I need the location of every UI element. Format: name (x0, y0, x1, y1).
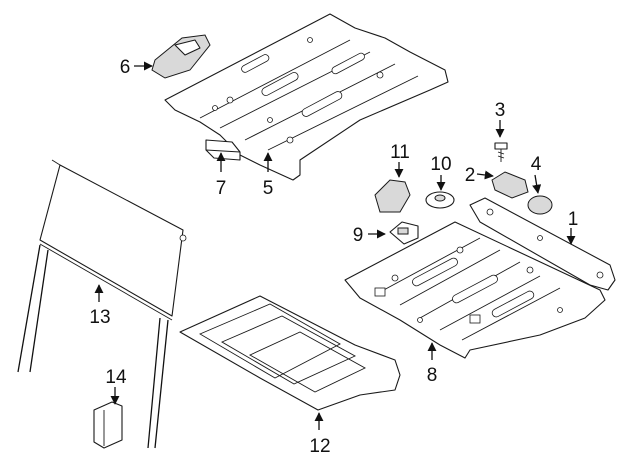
cross-member-part-1 (469, 197, 616, 291)
bracket-part-14 (93, 401, 123, 449)
plate-part-7 (205, 139, 241, 161)
pad-part-9 (389, 221, 419, 245)
callout-4: 4 (531, 154, 542, 175)
leader-2 (476, 170, 494, 180)
callout-14: 14 (105, 367, 127, 388)
cover-part-11 (374, 179, 411, 213)
plug-part-4 (527, 195, 553, 215)
grommet-part-10 (425, 191, 455, 209)
front-floor-panel-part-5 (164, 13, 449, 181)
callout-2: 2 (465, 165, 476, 186)
callout-8: 8 (427, 365, 438, 386)
callout-5: 5 (263, 178, 274, 199)
callout-13: 13 (89, 307, 110, 328)
callout-3: 3 (495, 100, 506, 121)
bracket-part-6 (151, 34, 211, 79)
callout-6: 6 (120, 57, 131, 78)
callout-7: 7 (216, 178, 227, 199)
bolt-part-3 (494, 142, 508, 162)
leader-4 (532, 174, 542, 194)
callout-12: 12 (309, 436, 330, 457)
clip-part-2 (491, 171, 529, 199)
callout-10: 10 (430, 154, 451, 175)
cargo-cover-part-13 (17, 159, 187, 449)
load-floor-part-12 (179, 295, 401, 411)
callout-1: 1 (568, 209, 579, 230)
rear-floor-panel-part-8 (344, 221, 606, 359)
callout-9: 9 (353, 225, 364, 246)
callout-11: 11 (390, 142, 410, 163)
